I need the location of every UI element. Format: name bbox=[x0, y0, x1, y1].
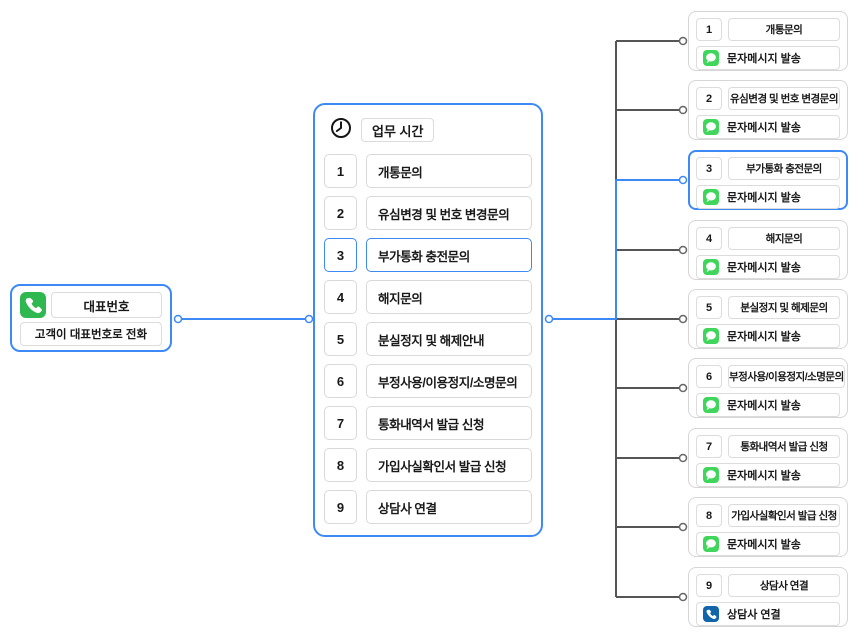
result-node[interactable]: 5 분실정지 및 해제문의 문자메시지 발송 bbox=[688, 289, 848, 349]
result-action-label: 문자메시지 발송 bbox=[727, 539, 801, 551]
menu-item-number: 6 bbox=[324, 364, 357, 398]
result-action-label: 상담사 연결 bbox=[727, 609, 781, 621]
result-node-number: 3 bbox=[696, 157, 722, 180]
result-node-action: 문자메시지 발송 bbox=[696, 463, 840, 487]
result-node-action: 문자메시지 발송 bbox=[696, 46, 840, 70]
entry-node-title: 대표번호 bbox=[51, 292, 162, 318]
menu-item-label: 해지문의 bbox=[366, 280, 532, 314]
phone-icon bbox=[703, 606, 719, 622]
result-node-number: 9 bbox=[696, 574, 722, 597]
menu-item-number: 4 bbox=[324, 280, 357, 314]
result-action-label: 문자메시지 발송 bbox=[727, 331, 801, 343]
result-action-label: 문자메시지 발송 bbox=[727, 53, 801, 65]
menu-item-number: 3 bbox=[324, 238, 357, 272]
menu-item-number: 5 bbox=[324, 322, 357, 356]
menu-item-label: 부가통화 충전문의 bbox=[366, 238, 532, 272]
message-icon bbox=[703, 536, 719, 552]
menu-header: 업무 시간 bbox=[324, 117, 532, 144]
result-action-label: 문자메시지 발송 bbox=[727, 122, 801, 134]
result-action-label: 문자메시지 발송 bbox=[727, 470, 801, 482]
menu-item-label: 통화내역서 발급 신청 bbox=[366, 406, 532, 440]
menu-item[interactable]: 8 가입사실확인서 발급 신청 bbox=[324, 448, 532, 482]
result-action-label: 문자메시지 발송 bbox=[727, 262, 801, 274]
menu-item-number: 2 bbox=[324, 196, 357, 230]
result-node-action: 문자메시지 발송 bbox=[696, 532, 840, 556]
menu-item-number: 9 bbox=[324, 490, 357, 524]
result-node[interactable]: 4 해지문의 문자메시지 발송 bbox=[688, 220, 848, 280]
result-node[interactable]: 9 상담사 연결 상담사 연결 bbox=[688, 567, 848, 627]
result-action-label: 문자메시지 발송 bbox=[727, 192, 801, 204]
result-node-title: 개통문의 bbox=[728, 18, 840, 41]
result-node-action: 문자메시지 발송 bbox=[696, 115, 840, 139]
menu-header-label: 업무 시간 bbox=[361, 118, 435, 142]
result-node-title: 유심변경 및 번호 변경문의 bbox=[728, 87, 840, 110]
result-node-title: 상담사 연결 bbox=[728, 574, 840, 597]
result-node-title: 통화내역서 발급 신청 bbox=[728, 435, 840, 458]
result-node-number: 7 bbox=[696, 435, 722, 458]
result-action-label: 문자메시지 발송 bbox=[727, 400, 801, 412]
menu-item-label: 분실정지 및 해제안내 bbox=[366, 322, 532, 356]
result-node-action: 문자메시지 발송 bbox=[696, 393, 840, 417]
menu-item-label: 가입사실확인서 발급 신청 bbox=[366, 448, 532, 482]
result-node-action: 문자메시지 발송 bbox=[696, 324, 840, 348]
result-node-title: 가입사실확인서 발급 신청 bbox=[728, 504, 840, 527]
menu-item-number: 7 bbox=[324, 406, 357, 440]
clock-icon bbox=[330, 117, 352, 144]
result-node[interactable]: 3 부가통화 충전문의 문자메시지 발송 bbox=[688, 150, 848, 210]
message-icon bbox=[703, 119, 719, 135]
result-node[interactable]: 2 유심변경 및 번호 변경문의 문자메시지 발송 bbox=[688, 80, 848, 140]
menu-item[interactable]: 7 통화내역서 발급 신청 bbox=[324, 406, 532, 440]
result-node[interactable]: 8 가입사실확인서 발급 신청 문자메시지 발송 bbox=[688, 497, 848, 557]
menu-item[interactable]: 2 유심변경 및 번호 변경문의 bbox=[324, 196, 532, 230]
menu-item-number: 8 bbox=[324, 448, 357, 482]
menu-item-label: 상담사 연결 bbox=[366, 490, 532, 524]
entry-node[interactable]: 대표번호 고객이 대표번호로 전화 bbox=[10, 284, 172, 352]
menu-item[interactable]: 6 부정사용/이용정지/소명문의 bbox=[324, 364, 532, 398]
result-node[interactable]: 1 개통문의 문자메시지 발송 bbox=[688, 11, 848, 71]
message-icon bbox=[703, 259, 719, 275]
result-node-number: 1 bbox=[696, 18, 722, 41]
message-icon bbox=[703, 467, 719, 483]
menu-item[interactable]: 9 상담사 연결 bbox=[324, 490, 532, 524]
result-node-action: 상담사 연결 bbox=[696, 602, 840, 626]
menu-item[interactable]: 5 분실정지 및 해제안내 bbox=[324, 322, 532, 356]
phone-icon bbox=[20, 292, 46, 318]
menu-item-label: 유심변경 및 번호 변경문의 bbox=[366, 196, 532, 230]
result-node-number: 4 bbox=[696, 227, 722, 250]
menu-node[interactable]: 업무 시간 1 개통문의 2 유심변경 및 번호 변경문의 3 부가통화 충전문… bbox=[313, 103, 543, 537]
message-icon bbox=[703, 189, 719, 205]
result-node-number: 8 bbox=[696, 504, 722, 527]
menu-item[interactable]: 4 해지문의 bbox=[324, 280, 532, 314]
menu-item[interactable]: 1 개통문의 bbox=[324, 154, 532, 188]
result-node-number: 6 bbox=[696, 365, 722, 388]
result-node-action: 문자메시지 발송 bbox=[696, 255, 840, 279]
menu-item[interactable]: 3 부가통화 충전문의 bbox=[324, 238, 532, 272]
message-icon bbox=[703, 397, 719, 413]
result-node-title: 부정사용/이용정지/소명문의 bbox=[728, 365, 845, 388]
menu-item-label: 부정사용/이용정지/소명문의 bbox=[366, 364, 532, 398]
result-node-title: 부가통화 충전문의 bbox=[728, 157, 840, 180]
result-node[interactable]: 6 부정사용/이용정지/소명문의 문자메시지 발송 bbox=[688, 358, 848, 418]
message-icon bbox=[703, 328, 719, 344]
menu-item-label: 개통문의 bbox=[366, 154, 532, 188]
result-node-action: 문자메시지 발송 bbox=[696, 185, 840, 209]
result-node-title: 해지문의 bbox=[728, 227, 840, 250]
result-node[interactable]: 7 통화내역서 발급 신청 문자메시지 발송 bbox=[688, 428, 848, 488]
result-node-title: 분실정지 및 해제문의 bbox=[728, 296, 840, 319]
result-node-number: 5 bbox=[696, 296, 722, 319]
message-icon bbox=[703, 50, 719, 66]
entry-node-subtitle: 고객이 대표번호로 전화 bbox=[20, 322, 162, 346]
result-node-number: 2 bbox=[696, 87, 722, 110]
menu-item-number: 1 bbox=[324, 154, 357, 188]
